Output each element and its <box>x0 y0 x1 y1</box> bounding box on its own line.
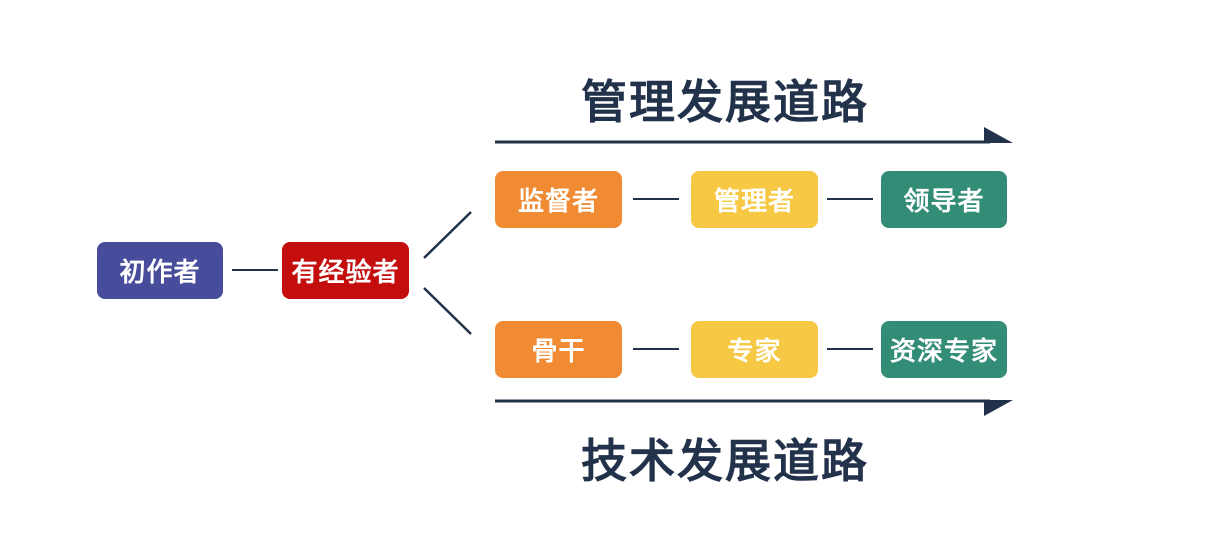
management-arrow <box>495 127 1013 144</box>
node-expert: 专家 <box>691 321 818 378</box>
node-senior-expert: 资深专家 <box>881 321 1007 378</box>
node-manager: 管理者 <box>691 171 818 228</box>
branch-to-technical <box>423 287 472 335</box>
node-supervisor: 监督者 <box>495 171 622 228</box>
node-experienced: 有经验者 <box>282 242 409 299</box>
technical-path-title: 技术发展道路 <box>581 434 869 488</box>
node-backbone: 骨干 <box>495 321 622 378</box>
node-beginner: 初作者 <box>97 242 223 299</box>
branch-to-management <box>423 211 472 259</box>
node-leader: 领导者 <box>881 171 1007 228</box>
technical-arrow <box>495 399 1013 416</box>
management-path-title: 管理发展道路 <box>581 75 869 129</box>
